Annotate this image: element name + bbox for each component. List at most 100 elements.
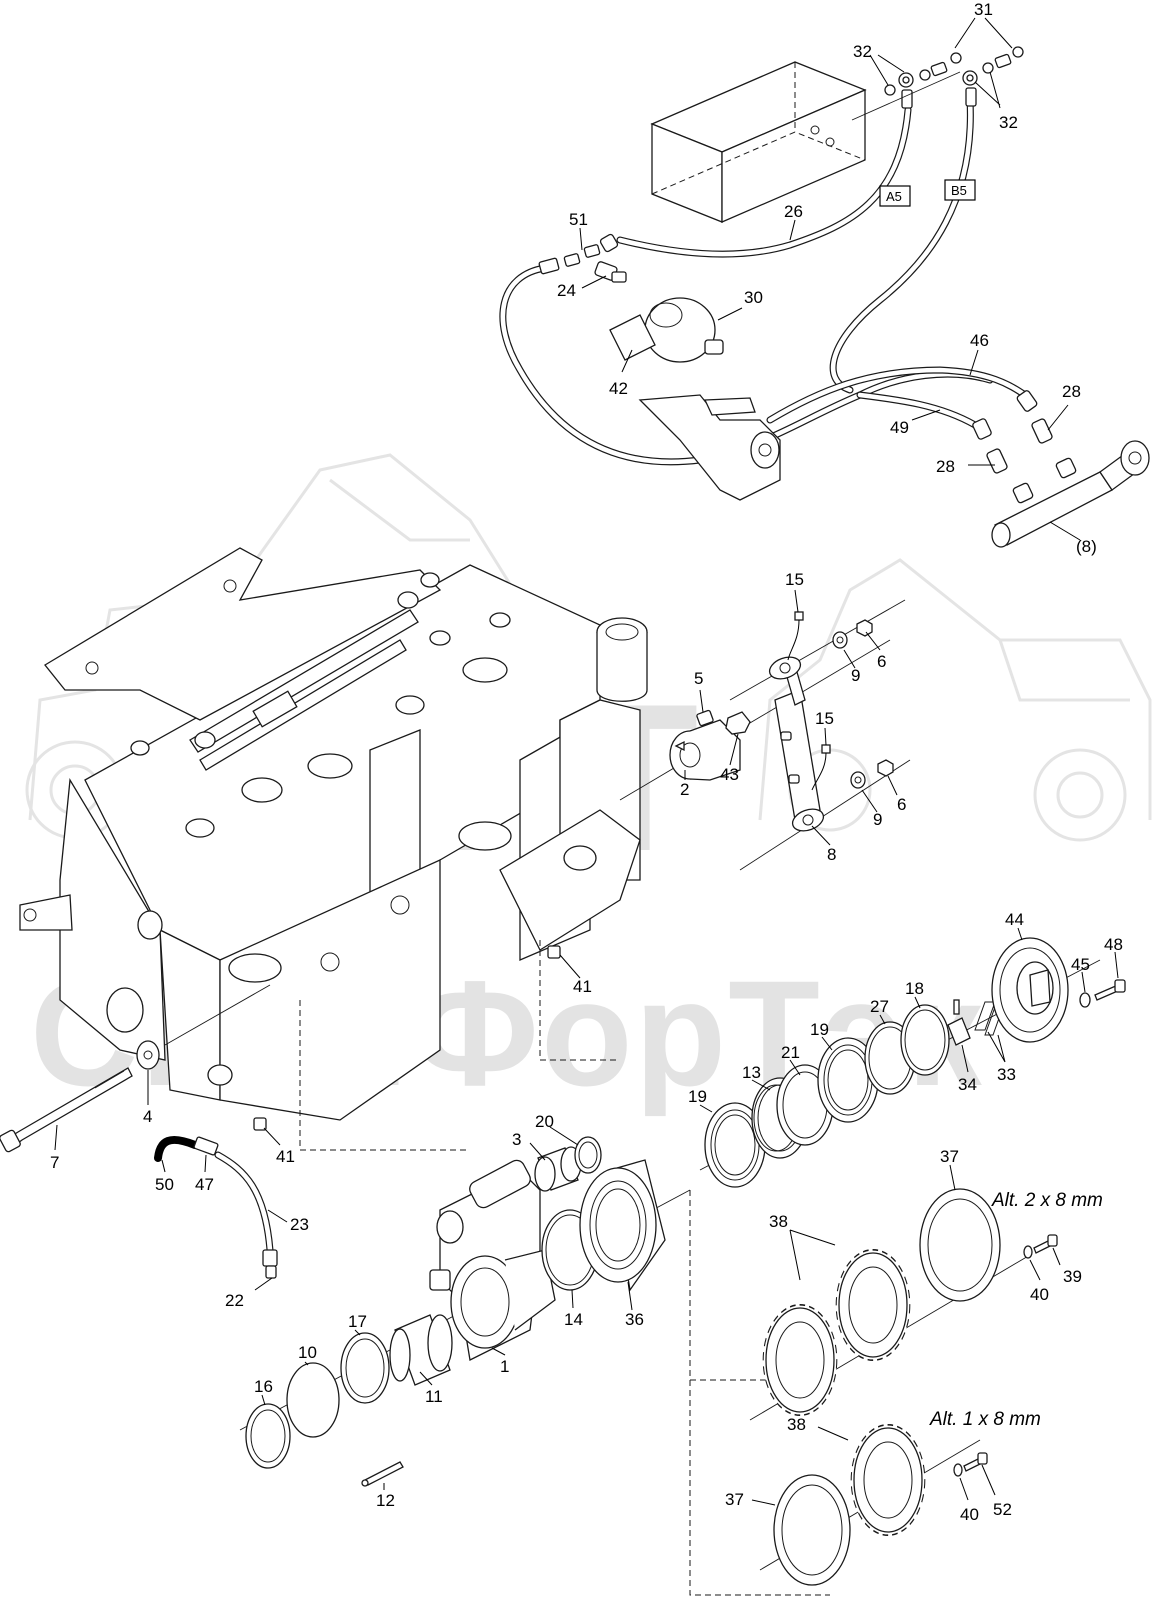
disc-10 — [286, 1362, 340, 1438]
leader-lines — [54, 17, 1119, 1506]
callout-37: 37 — [940, 1147, 959, 1166]
main-frame — [19, 547, 648, 1151]
callout-19: 19 — [810, 1020, 829, 1039]
callout-45: 45 — [1071, 955, 1090, 974]
hose-49 — [856, 391, 979, 429]
washer-4 — [136, 984, 271, 1070]
callout-39: 39 — [1063, 1267, 1082, 1286]
callout-28: 28 — [936, 457, 955, 476]
callout-19: 19 — [688, 1087, 707, 1106]
sprocket-38-front — [835, 1249, 911, 1361]
callout-31: 31 — [974, 0, 993, 19]
callout-15: 15 — [785, 570, 804, 589]
housing-1 — [239, 1159, 691, 1431]
callout-49: 49 — [890, 418, 909, 437]
cover-44 — [991, 937, 1069, 1043]
sprocket-38-rear — [762, 1304, 838, 1416]
callout-37: 37 — [725, 1490, 744, 1509]
cylinder-8 — [729, 599, 911, 871]
callout-labels: 31 32 32 26 51 24 30 42 46 28 49 28 (8) … — [50, 0, 1123, 1524]
callout-12: 12 — [376, 1491, 395, 1510]
pivot-bearing-2 — [619, 639, 891, 801]
svg-text:A5: A5 — [886, 189, 902, 204]
flange-37-bottom — [773, 1474, 851, 1586]
sprockets-alt-1x8 — [759, 1424, 988, 1586]
callout-50: 50 — [155, 1175, 174, 1194]
pin-12 — [361, 1461, 404, 1487]
note-alt-2x8: Alt. 2 x 8 mm — [991, 1190, 1103, 1211]
flange-37-top — [919, 1188, 1001, 1302]
hose-tag-b5: B5 — [944, 179, 976, 201]
callout-2: 2 — [680, 780, 689, 799]
callout-38: 38 — [769, 1212, 788, 1231]
callout-4: 4 — [143, 1107, 152, 1126]
fittings-51-24 — [538, 233, 627, 283]
callout-52: 52 — [993, 1500, 1012, 1519]
callout-1: 1 — [500, 1357, 509, 1376]
callout-16: 16 — [254, 1377, 273, 1396]
callout-11: 11 — [425, 1387, 443, 1406]
bushing-11 — [389, 1314, 453, 1386]
bolt-52 — [963, 1452, 988, 1472]
hose-tag-a5: A5 — [879, 185, 911, 207]
callout-9: 9 — [873, 810, 882, 829]
callout-26: 26 — [784, 202, 803, 221]
hub-36 — [579, 1159, 666, 1292]
sprocket-38-single — [850, 1424, 926, 1536]
callout-10: 10 — [298, 1343, 317, 1362]
callout-15: 15 — [815, 709, 834, 728]
callout-40: 40 — [1030, 1285, 1049, 1304]
hose-47 — [154, 1135, 278, 1279]
callout-9: 9 — [851, 666, 860, 685]
callout-32: 32 — [999, 113, 1018, 132]
washer-40-top — [1023, 1245, 1033, 1259]
block-34 — [947, 999, 971, 1046]
hydraulic-group: A5 B5 — [499, 46, 1150, 548]
callout-8: 8 — [827, 845, 836, 864]
callout-34: 34 — [958, 1075, 977, 1094]
callout-20: 20 — [535, 1112, 554, 1131]
callout-6: 6 — [877, 652, 886, 671]
reservoir-tank — [650, 61, 867, 223]
callout-48: 48 — [1104, 935, 1123, 954]
callout-18: 18 — [905, 979, 924, 998]
callout-43: 43 — [720, 765, 739, 784]
callout-24: 24 — [557, 281, 576, 300]
bolt-39 — [1033, 1234, 1058, 1254]
callout-47: 47 — [195, 1175, 214, 1194]
accumulator-30 — [609, 297, 724, 363]
callout-5: 5 — [694, 669, 703, 688]
washer-40-bottom — [953, 1463, 963, 1477]
callout-cylinder-ref: (8) — [1076, 537, 1097, 556]
callout-42: 42 — [609, 379, 628, 398]
circlip-16 — [245, 1403, 291, 1469]
hose-46 — [766, 366, 1029, 424]
washer-45 — [1079, 992, 1091, 1008]
callout-41: 41 — [276, 1147, 295, 1166]
sprockets-alt-2x8 — [749, 1188, 1058, 1421]
hose-26 — [616, 106, 912, 258]
callout-21: 21 — [781, 1043, 800, 1062]
bushing-3 — [534, 1146, 582, 1192]
callout-40: 40 — [960, 1505, 979, 1524]
callout-30: 30 — [744, 288, 763, 307]
bolt-7 — [0, 1067, 133, 1153]
hose-b5 — [829, 96, 974, 394]
circlip-18 — [900, 1004, 950, 1076]
hose-return — [499, 264, 994, 466]
svg-text:B5: B5 — [951, 183, 967, 198]
callout-46: 46 — [970, 331, 989, 350]
cylinder-8-top — [972, 390, 1150, 548]
callout-17: 17 — [348, 1312, 367, 1331]
callout-14: 14 — [564, 1310, 583, 1329]
callout-38: 38 — [787, 1415, 806, 1434]
callout-41: 41 — [573, 977, 592, 996]
note-alt-1x8: Alt. 1 x 8 mm — [929, 1409, 1041, 1430]
fittings-top — [851, 46, 1024, 121]
callout-32: 32 — [853, 42, 872, 61]
ring-20 — [574, 1136, 602, 1174]
seal-17 — [340, 1332, 390, 1404]
callout-6: 6 — [897, 795, 906, 814]
callout-27: 27 — [870, 997, 889, 1016]
